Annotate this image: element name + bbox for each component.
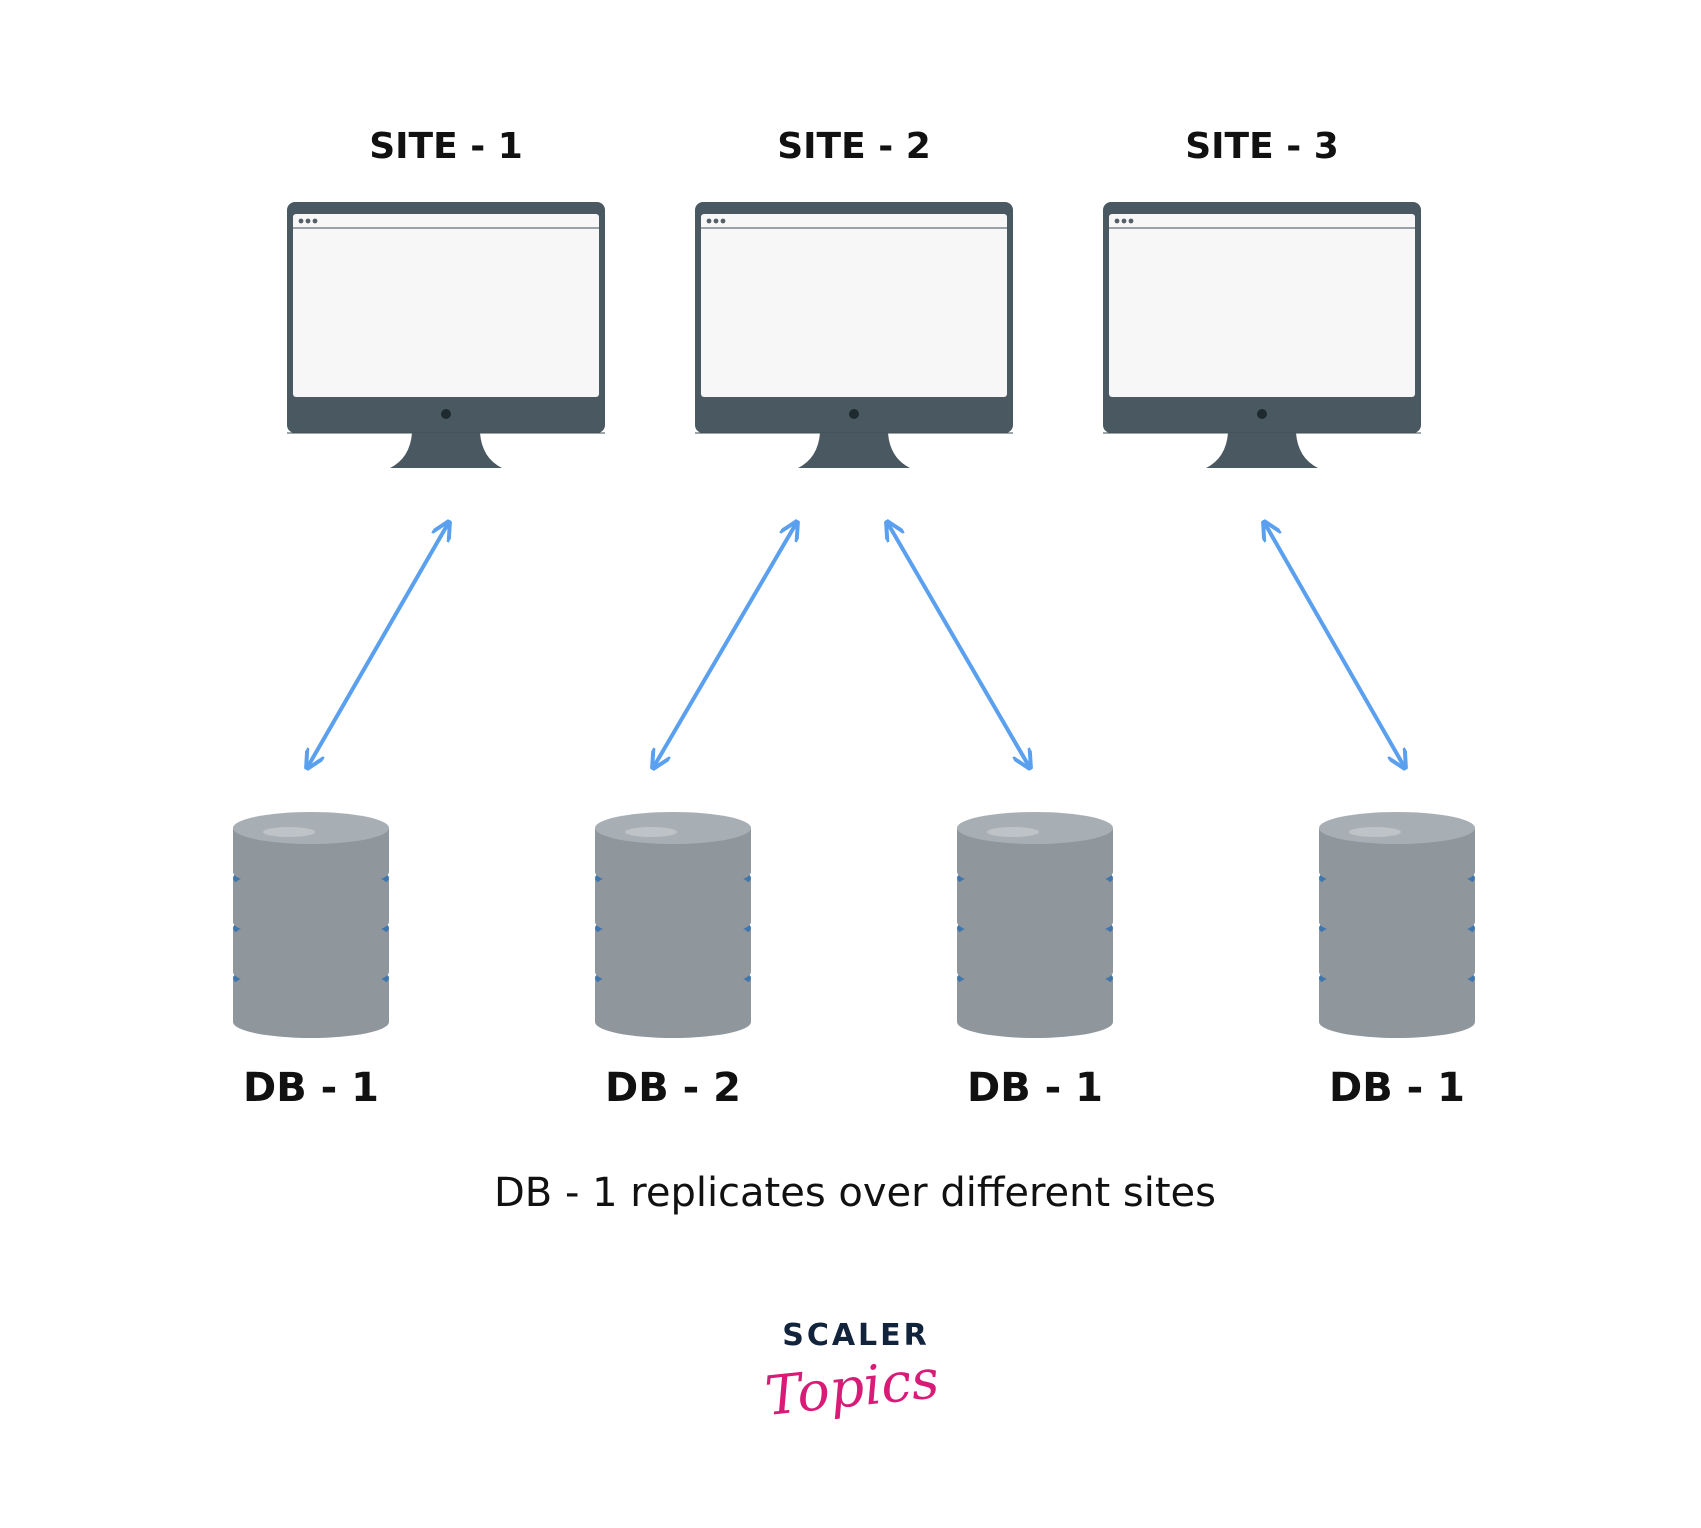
database-icon [233,812,389,1038]
site-label: SITE - 1 [369,126,523,167]
site-label: SITE - 2 [777,126,931,167]
database-icon [1319,812,1475,1038]
bidirectional-arrow [653,522,797,768]
db-label: DB - 2 [605,1065,741,1111]
databases [233,812,1475,1038]
monitors [287,202,1421,468]
monitor-icon [695,202,1013,468]
db-label: DB - 1 [243,1065,379,1111]
db-label: DB - 1 [1329,1065,1465,1111]
database-icon [595,812,751,1038]
monitor-icon [287,202,605,468]
logo-wordmark-top: SCALER [782,1318,930,1353]
database-icon [957,812,1113,1038]
site-label: SITE - 3 [1185,126,1339,167]
monitor-icon [1103,202,1421,468]
bidirectional-arrow [887,522,1030,768]
connections [307,522,1405,768]
diagram-caption: DB - 1 replicates over different sites [493,1170,1217,1216]
bidirectional-arrow [307,522,449,768]
db-label: DB - 1 [967,1065,1103,1111]
bidirectional-arrow [1264,522,1405,768]
